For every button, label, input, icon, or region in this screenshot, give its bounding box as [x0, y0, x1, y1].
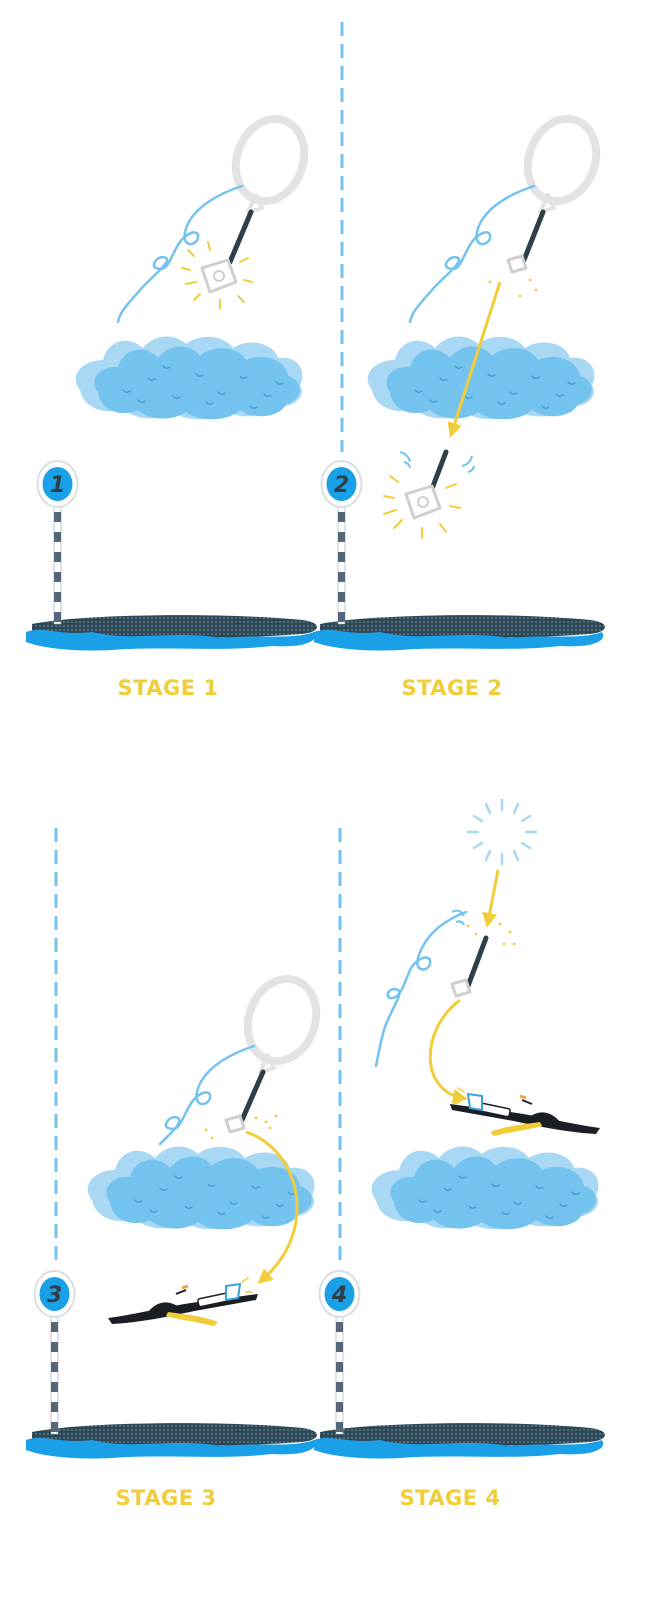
stage-2-panel: 2 — [314, 22, 607, 651]
marker-number: 2 — [334, 473, 349, 498]
arrow-icon — [428, 998, 468, 1104]
ground-icon — [314, 615, 605, 651]
ground-icon — [314, 1423, 605, 1459]
stage-4-panel: 4 — [314, 798, 605, 1459]
marker-pole-icon: 4 — [318, 1270, 361, 1435]
marker-number: 4 — [331, 1283, 347, 1308]
stage-1-panel: 1 — [26, 109, 317, 651]
marker-pole-icon: 3 — [33, 1270, 76, 1435]
arrow-icon — [245, 1130, 299, 1284]
payload-icon — [181, 241, 253, 309]
marker-number: 1 — [50, 473, 65, 498]
arrow-icon — [482, 869, 500, 928]
stage-3-label: STAGE 3 — [115, 1486, 217, 1510]
stage-2-label: STAGE 2 — [401, 676, 503, 700]
marker-pole-icon: 1 — [36, 460, 79, 625]
parachute-icon — [374, 909, 516, 1068]
cloud-icon — [367, 335, 596, 420]
cloud-icon — [371, 1145, 600, 1230]
glider-icon — [106, 1277, 260, 1328]
ground-icon — [26, 1423, 317, 1459]
arrow-icon — [447, 281, 502, 438]
stage-4-label: STAGE 4 — [399, 1486, 501, 1510]
parachute-icon — [116, 109, 315, 324]
ground-icon — [26, 615, 317, 651]
parachute-icon — [408, 109, 607, 324]
starburst-icon — [466, 798, 538, 866]
parachute-icon — [158, 969, 327, 1146]
marker-pole-icon: 2 — [320, 460, 363, 625]
payload-icon — [383, 449, 475, 539]
marker-number: 3 — [47, 1283, 62, 1308]
cloud-icon — [75, 335, 304, 420]
stage-3-panel: 3 — [26, 828, 327, 1459]
stage-1-label: STAGE 1 — [117, 676, 219, 700]
glider-icon — [448, 1087, 602, 1138]
